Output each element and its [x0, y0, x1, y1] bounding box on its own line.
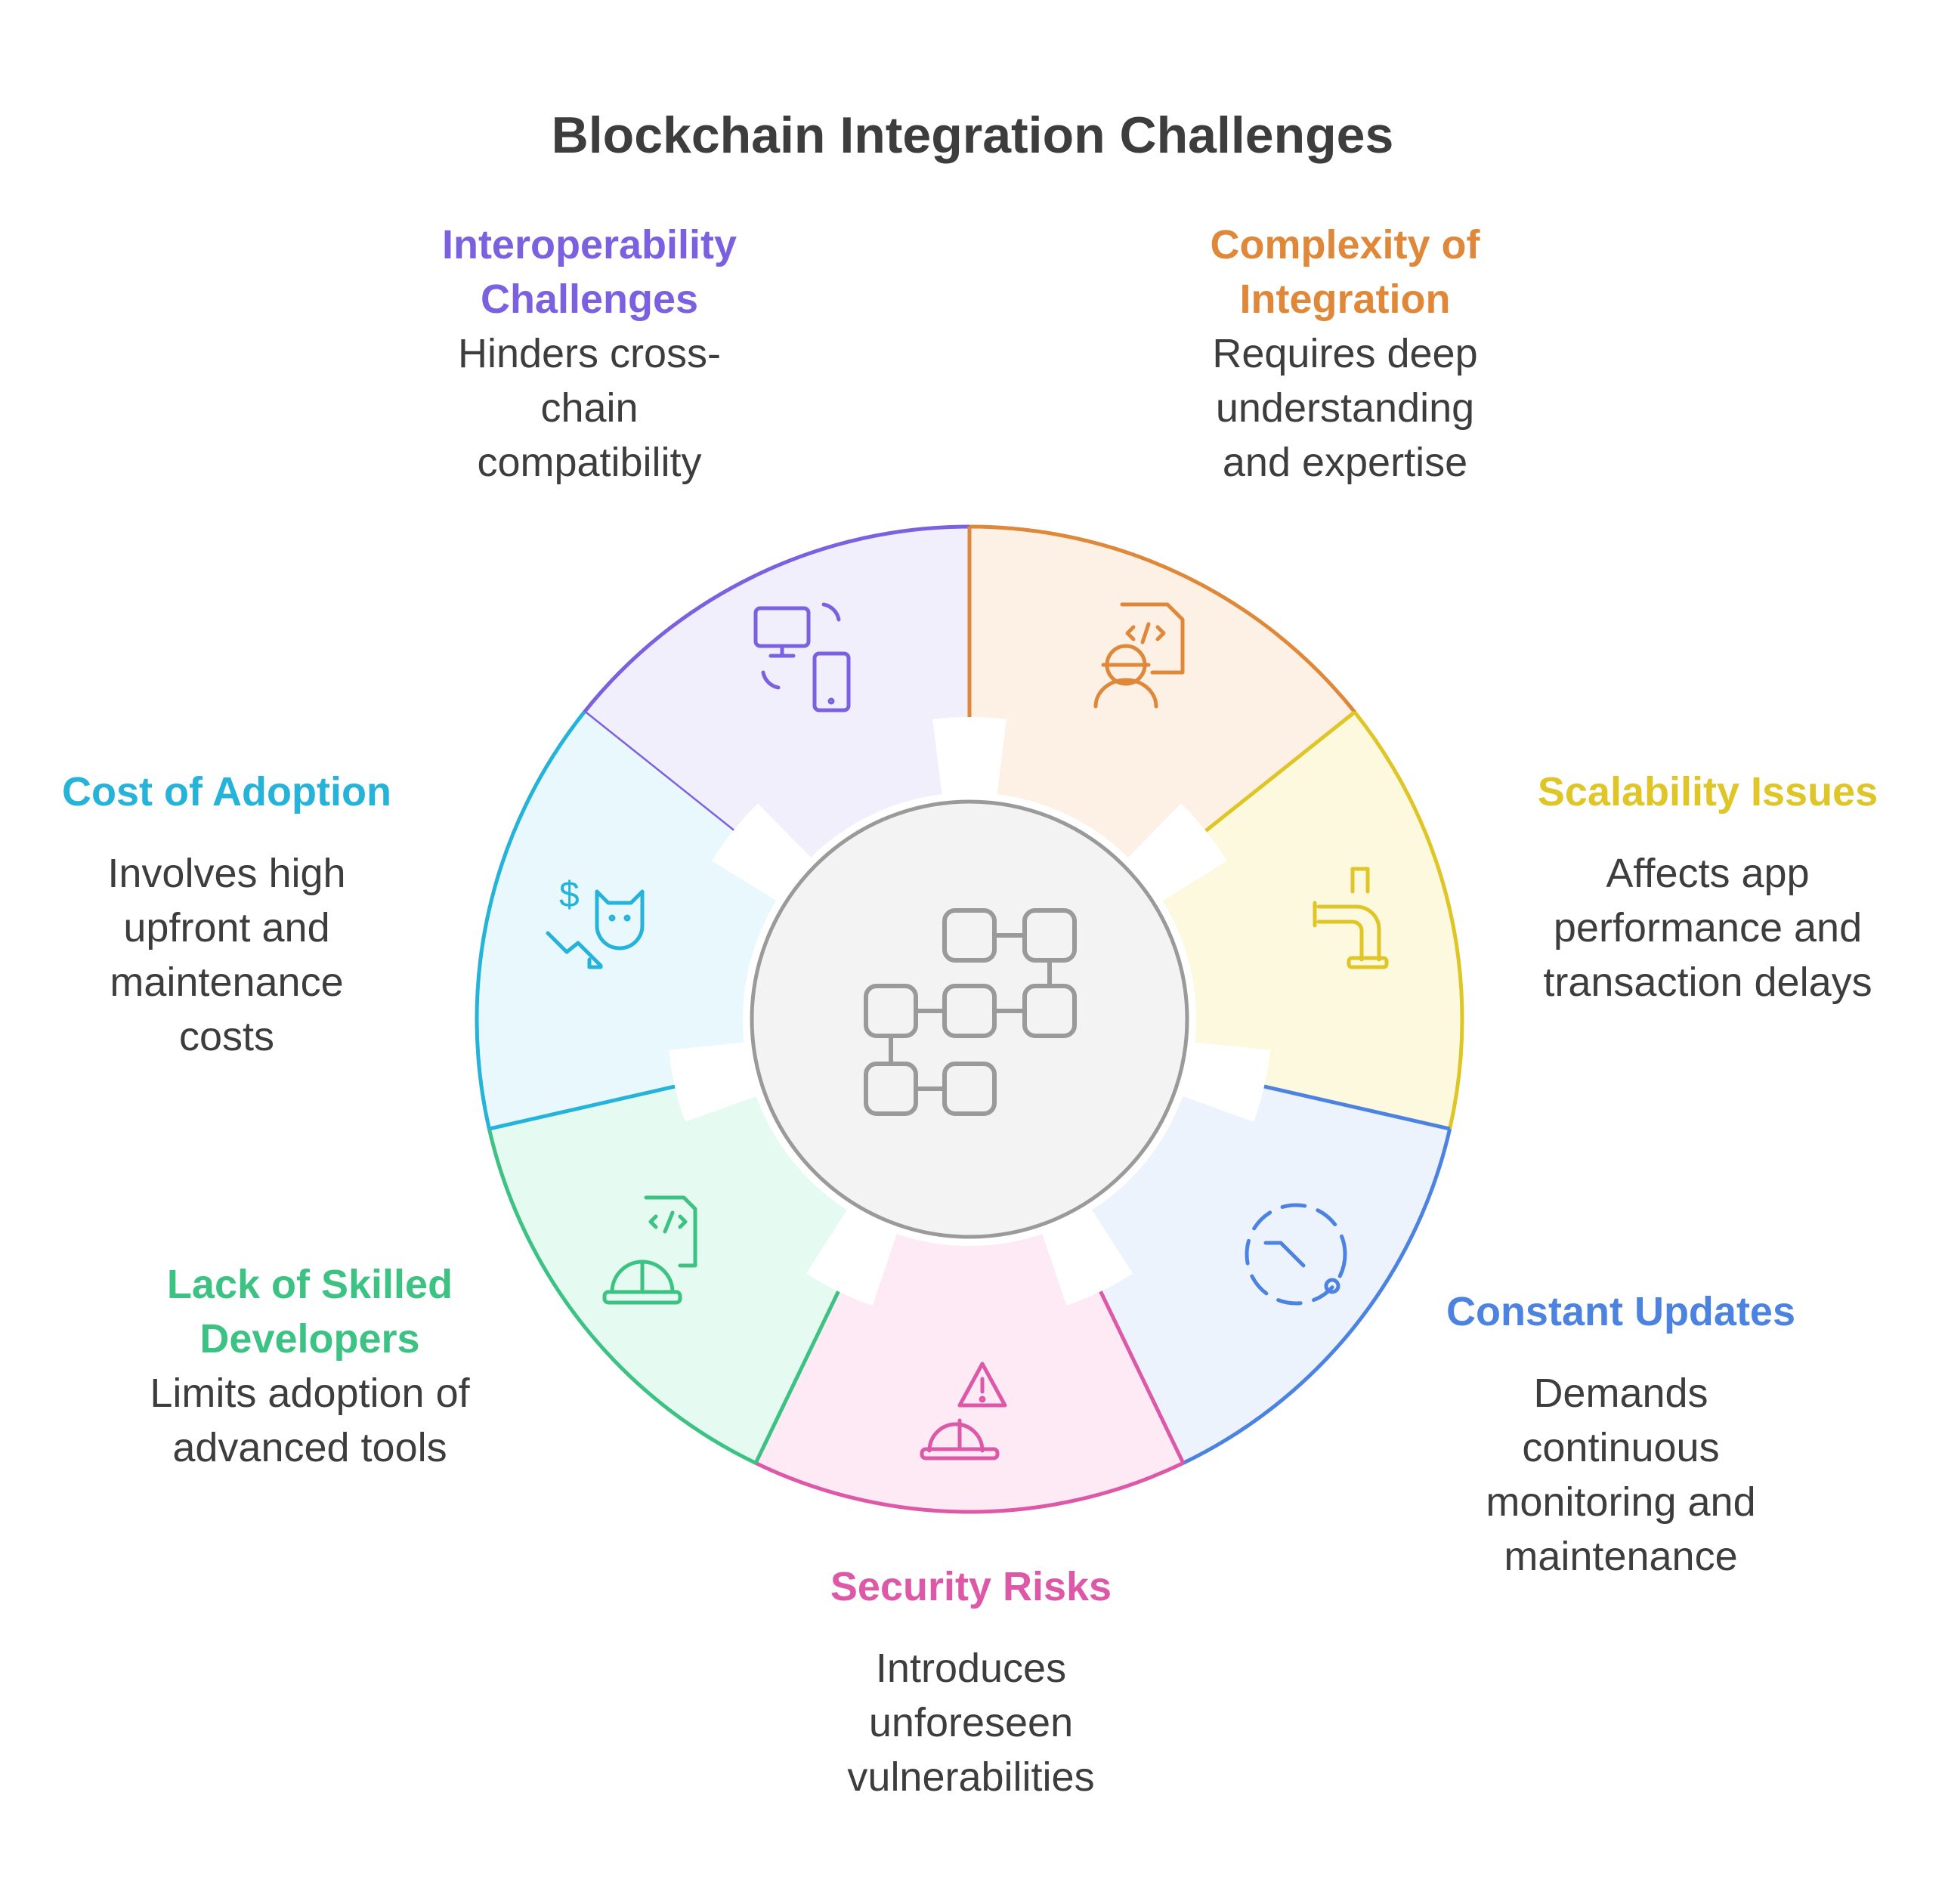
heading-security: Security Risks	[830, 1564, 1112, 1609]
segment-arc-complexity	[969, 524, 1356, 714]
desc-skills: Limits adoption of advanced tools	[150, 1371, 470, 1470]
diagram-title: Blockchain Integration Challenges	[551, 107, 1394, 164]
heading-skills: Lack of Skilled Developers	[166, 1262, 453, 1362]
devices-sync-icon	[753, 602, 851, 712]
center-hub	[750, 799, 1189, 1239]
heading-updates: Constant Updates	[1446, 1289, 1796, 1334]
segment-arc-security	[755, 1461, 1184, 1514]
pipe-faucet-icon	[1313, 867, 1389, 969]
heading-complexity: Complexity of Integration	[1210, 222, 1480, 322]
label-cost: Cost of Adoption Involves high upfront a…	[45, 765, 408, 1064]
segment-arc-cost	[475, 710, 586, 1130]
segment-arc-interoperability	[583, 524, 970, 714]
desc-security: Introduces unforeseen vulnerabilities	[847, 1646, 1095, 1800]
desc-complexity: Requires deep understanding and expertis…	[1212, 331, 1478, 485]
ring-notch	[932, 717, 1007, 823]
label-complexity: Complexity of Integration Requires deep …	[1179, 218, 1511, 490]
segment-arc-scalability	[1353, 710, 1464, 1130]
label-scalability: Scalability Issues Affects app performan…	[1496, 765, 1919, 1009]
heading-interoperability: Interoperability Challenges	[441, 222, 737, 322]
segment-complexity	[969, 527, 1355, 878]
desc-cost: Involves high upfront and maintenance co…	[107, 851, 346, 1059]
segment-cost	[477, 712, 793, 1130]
svg-text:$: $	[559, 875, 580, 915]
segment-interoperability	[584, 527, 969, 878]
label-updates: Constant Updates Demands continuous moni…	[1413, 1284, 1829, 1584]
desc-interoperability: Hinders cross-chain compatibility	[457, 331, 722, 485]
segment-arc-skills	[487, 1128, 757, 1465]
segment-updates	[1068, 1069, 1450, 1464]
dollar-pig-decline-icon: $	[546, 875, 645, 969]
developer-code-icon	[1093, 602, 1185, 709]
desc-updates: Demands continuous monitoring and mainte…	[1486, 1371, 1756, 1579]
label-security: Security Risks Introduces unforeseen vul…	[793, 1559, 1149, 1804]
warning-hardhat-icon	[920, 1362, 1007, 1460]
heading-scalability: Scalability Issues	[1537, 769, 1879, 814]
desc-scalability: Affects app performance and transaction …	[1543, 851, 1872, 1005]
blockchain-blocks-icon	[864, 908, 1077, 1116]
label-skills: Lack of Skilled Developers Limits adopti…	[106, 1257, 514, 1475]
heading-cost: Cost of Adoption	[62, 769, 391, 814]
label-interoperability: Interoperability Challenges Hinders cros…	[393, 218, 786, 490]
clock-refresh-icon	[1245, 1203, 1347, 1306]
hardhat-code-icon	[602, 1195, 697, 1305]
segment-arc-updates	[1182, 1128, 1452, 1465]
